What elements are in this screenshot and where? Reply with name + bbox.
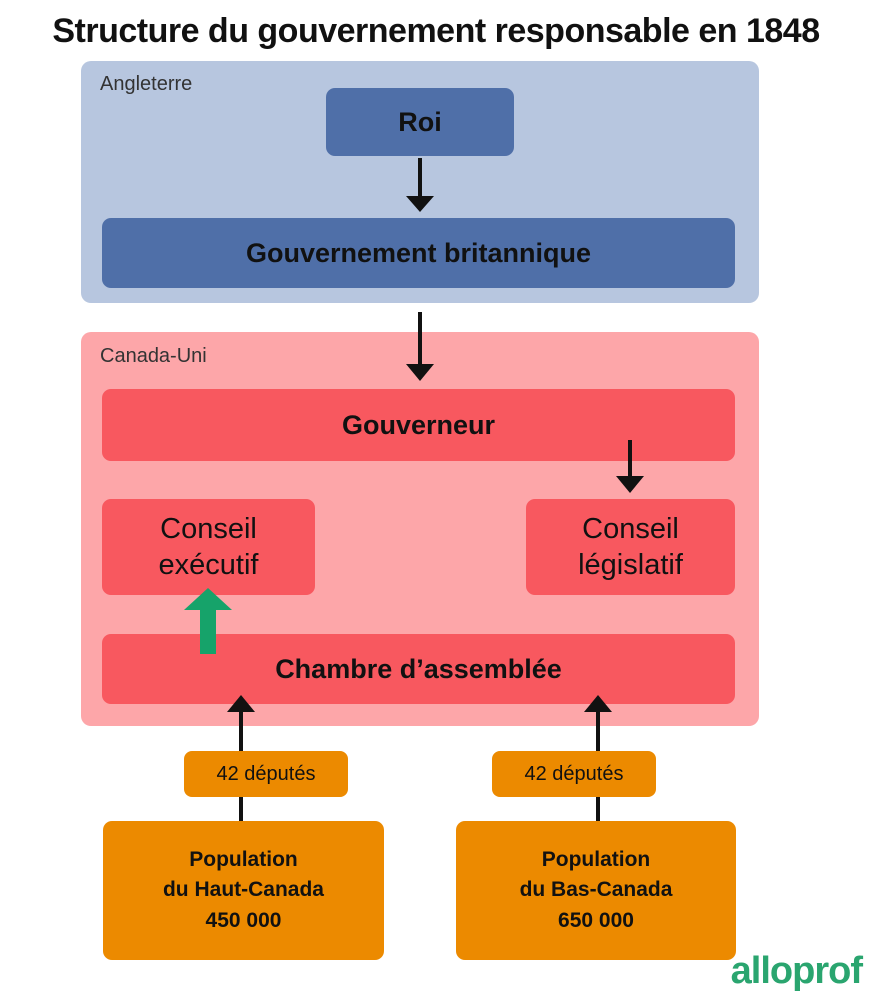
node-roi: Roi bbox=[326, 88, 514, 156]
node-gouvernement-britannique: Gouvernement britannique bbox=[102, 218, 735, 288]
region-canada-uni-label: Canada-Uni bbox=[100, 345, 207, 367]
label-deputes-bas: 42 députés bbox=[492, 751, 656, 797]
arrow-gouvernement-to-gouverneur bbox=[406, 312, 434, 381]
alloprof-logo: alloprof bbox=[730, 950, 863, 992]
node-population-bas-canada: Population du Bas-Canada 650 000 bbox=[456, 821, 736, 960]
arrow-chambre-to-conseil-executif bbox=[184, 588, 232, 654]
node-population-haut-canada: Population du Haut-Canada 450 000 bbox=[103, 821, 384, 960]
node-conseil-executif: Conseil exécutif bbox=[102, 499, 315, 595]
arrow-gouverneur-to-conseil-legislatif bbox=[616, 440, 644, 493]
label-deputes-haut: 42 députés bbox=[184, 751, 348, 797]
node-conseil-legislatif: Conseil législatif bbox=[526, 499, 735, 595]
arrow-roi-to-gouvernement bbox=[406, 158, 434, 212]
region-england-label: Angleterre bbox=[100, 73, 193, 95]
diagram-title: Structure du gouvernement responsable en… bbox=[52, 12, 820, 50]
